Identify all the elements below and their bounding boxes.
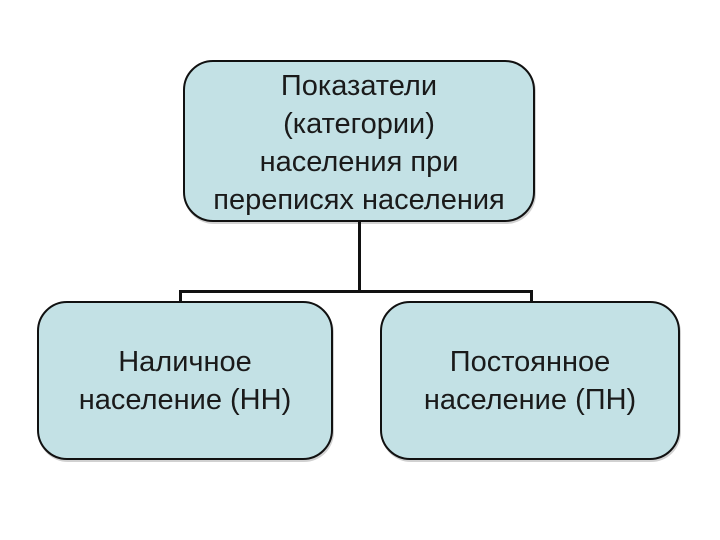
diagram-node-permanent-population: Постоянное население (ПН) [380, 301, 680, 460]
connector-root-stem [358, 222, 361, 292]
node-text-line: переписях населения [213, 184, 505, 216]
node-text-line: населения при [259, 146, 459, 178]
connector-crossbar [179, 290, 533, 293]
diagram-node-root-census-population-categories: Показатели (категории) населения при пер… [183, 60, 535, 222]
node-text-line: (категории) [283, 108, 435, 140]
connector-right-drop [530, 290, 533, 303]
connector-left-drop [179, 290, 182, 303]
node-text-line: Наличное [118, 345, 252, 378]
node-text-line: Показатели [280, 70, 438, 102]
node-text-line: Постоянное [449, 345, 611, 378]
diagram-node-present-population: Наличное население (НН) [37, 301, 333, 460]
node-text-line: население (НН) [78, 383, 292, 416]
node-text-line: население (ПН) [423, 383, 637, 416]
